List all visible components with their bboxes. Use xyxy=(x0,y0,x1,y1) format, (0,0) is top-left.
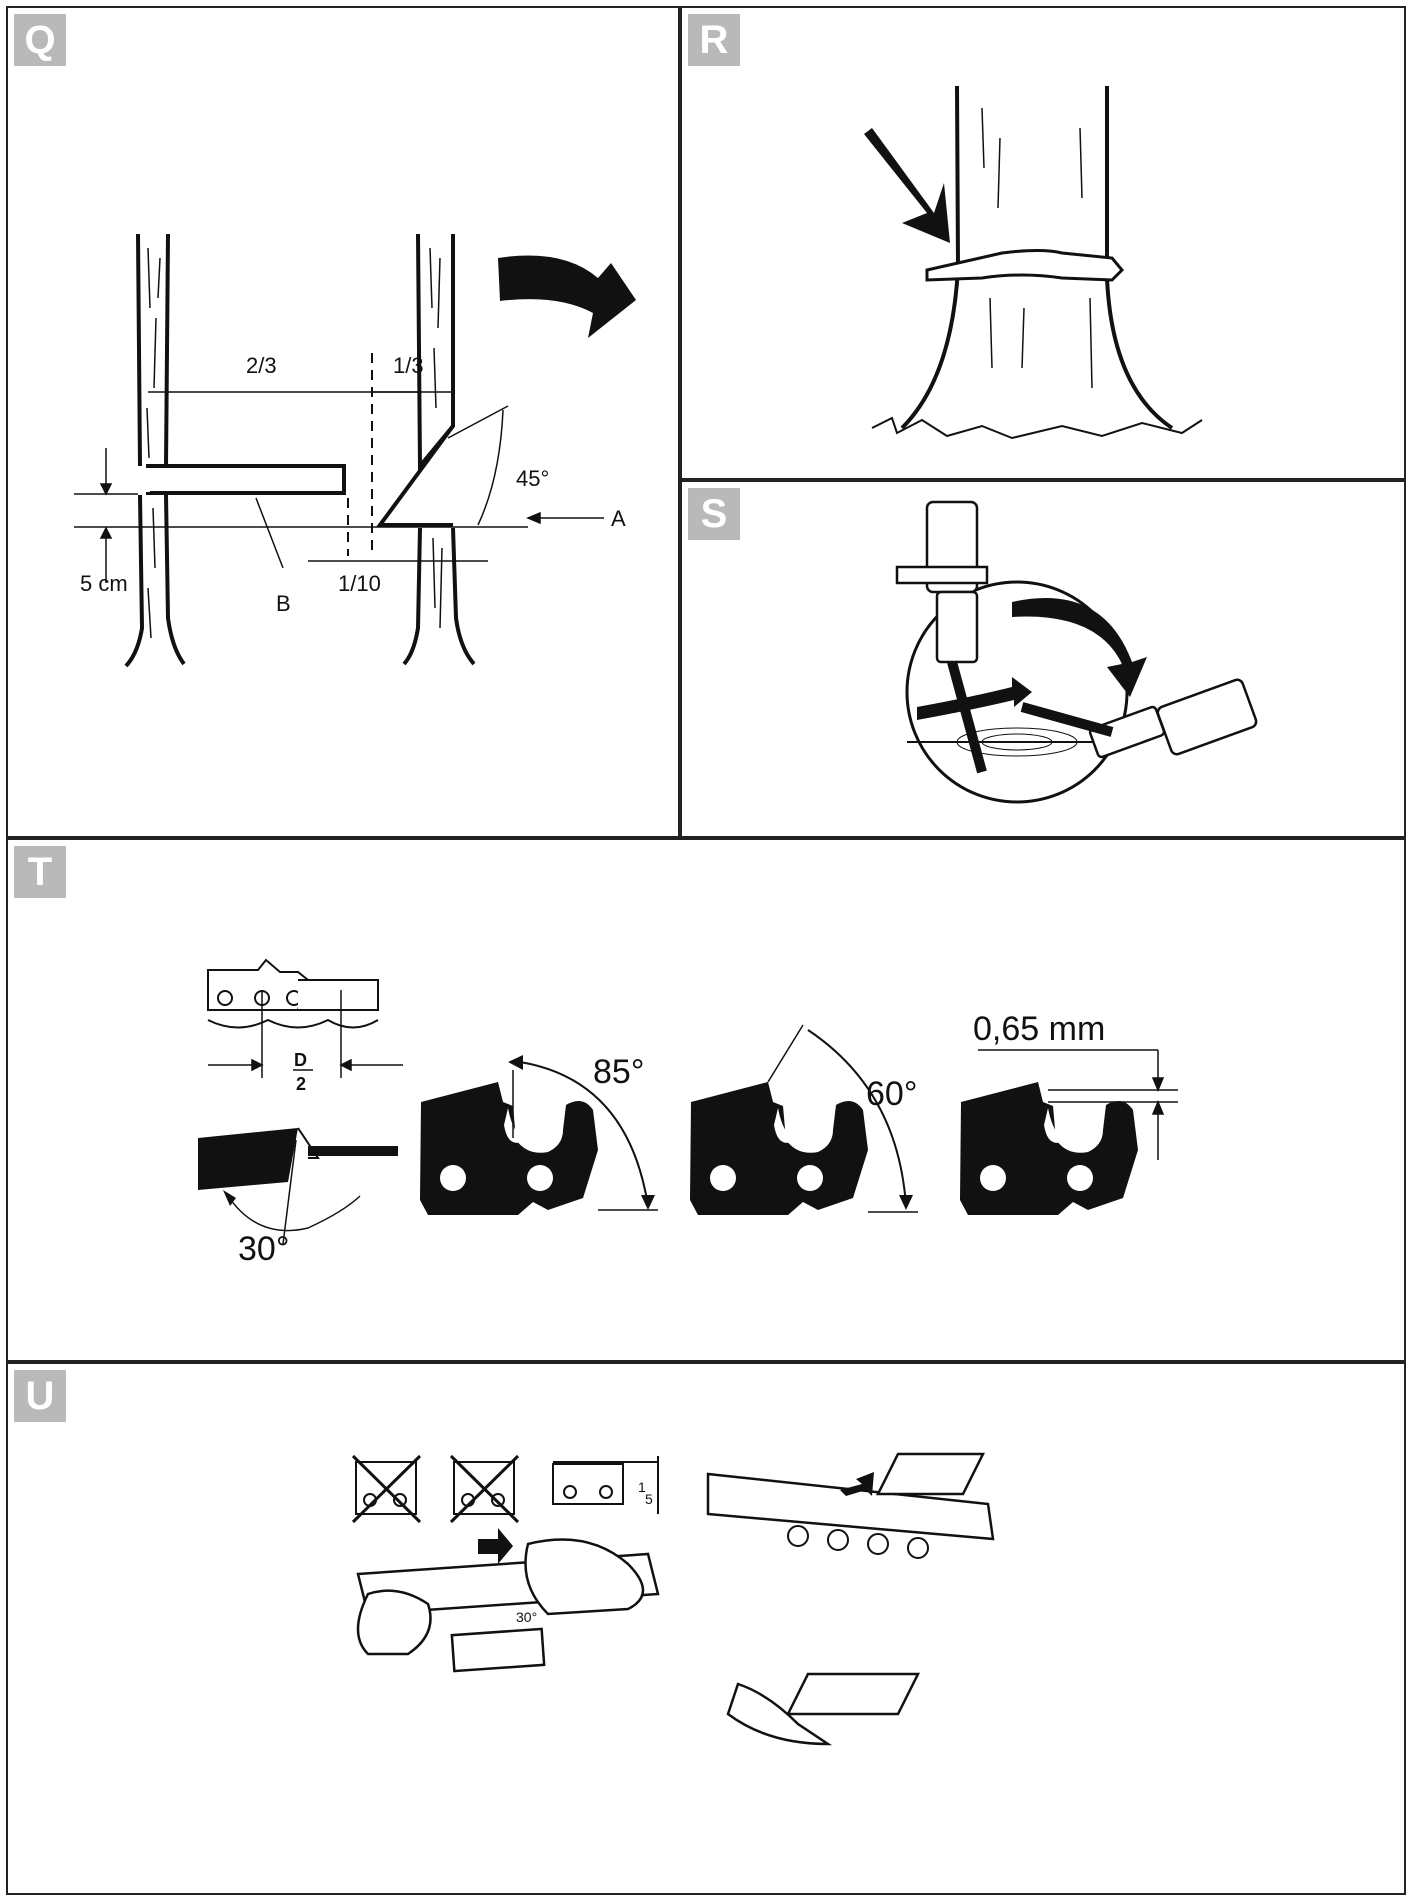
label-angle-30-u: 30° xyxy=(516,1609,537,1625)
curved-arrow-icon xyxy=(917,677,1032,720)
chainsaw-lower xyxy=(1088,678,1258,759)
wedge-cut xyxy=(925,249,1125,282)
label-angle-30: 30° xyxy=(238,1230,289,1268)
d-over-2-dimension xyxy=(208,990,403,1078)
panel-u: U 1 5 30° xyxy=(6,1362,1406,1895)
chain-tooth-diagram: D 2 30° 85° xyxy=(198,958,1178,1268)
label-five-cm: 5 cm xyxy=(80,571,128,596)
log-cutting-illustration xyxy=(895,500,1258,804)
hand-filing xyxy=(356,1538,660,1673)
label-a: A xyxy=(611,506,626,531)
panel-s: S xyxy=(680,480,1406,838)
depth-gauge-dimension xyxy=(978,1049,1178,1160)
curved-arrow-icon xyxy=(1012,598,1147,697)
label-two: 2 xyxy=(296,1074,306,1094)
trunk-outline xyxy=(900,85,1174,430)
label-angle-60: 60° xyxy=(866,1075,917,1113)
left-trunk xyxy=(124,233,186,668)
wood-rings xyxy=(956,727,1078,757)
chain-links xyxy=(787,1525,929,1559)
label-one-third: 1/3 xyxy=(393,353,424,378)
panel-badge-t: T xyxy=(14,846,66,898)
dimension-arrows xyxy=(99,448,604,583)
guide-lines xyxy=(74,391,528,562)
trunk-wedge-illustration xyxy=(864,85,1203,440)
arrow-icon xyxy=(478,1528,513,1564)
label-one-tenth: 1/10 xyxy=(338,571,381,596)
angle-arc-85 xyxy=(519,1061,649,1207)
correct-tooth xyxy=(552,1456,659,1514)
label-angle-45: 45° xyxy=(516,466,549,491)
panel-t: T D 2 30° xyxy=(6,838,1406,1362)
chain-tooth-85 xyxy=(420,1082,598,1215)
reference-dashed-lines xyxy=(347,353,373,556)
right-trunk-bark xyxy=(429,247,443,629)
panel-r: R xyxy=(680,6,1406,480)
label-depth: 0,65 mm xyxy=(973,1010,1105,1048)
panel-badge-r: R xyxy=(688,14,740,66)
chain-sharpening-illustration: 1 5 30° xyxy=(351,1452,995,1746)
panel-badge-s: S xyxy=(688,488,740,540)
trunk-bark-lines xyxy=(981,107,1093,389)
label-angle-85: 85° xyxy=(593,1053,644,1091)
notch-wedge xyxy=(376,424,455,527)
panel-q: Q xyxy=(6,6,680,838)
angle-arc-45 xyxy=(477,409,504,526)
bar-with-file-guides xyxy=(706,1452,995,1746)
label-fifth-num: 1 xyxy=(638,1479,646,1495)
chain-tooth-60 xyxy=(690,1082,868,1215)
label-two-thirds: 2/3 xyxy=(246,353,277,378)
label-b: B xyxy=(276,591,291,616)
angle-arc-60 xyxy=(807,1029,907,1207)
arrow-icon xyxy=(864,128,950,243)
chain-tooth-depth xyxy=(960,1082,1138,1215)
panel-badge-q: Q xyxy=(14,14,66,66)
left-trunk-bark xyxy=(146,247,161,639)
label-fifth-den: 5 xyxy=(645,1491,653,1507)
file-angle-30 xyxy=(198,1127,398,1245)
label-d: D xyxy=(294,1050,307,1070)
cross-out-icon xyxy=(449,1454,520,1524)
arrow-icon xyxy=(840,1472,874,1496)
chain-segment xyxy=(207,958,379,1029)
back-cut xyxy=(146,464,346,495)
felling-cut-diagram: 2/3 1/3 45° A B 5 cm 1/10 xyxy=(74,233,636,668)
chainsaw-upper xyxy=(895,500,989,664)
grass xyxy=(871,416,1203,440)
panel-badge-u: U xyxy=(14,1370,66,1422)
cross-out-icon xyxy=(351,1454,422,1524)
curved-arrow-icon xyxy=(498,255,636,338)
